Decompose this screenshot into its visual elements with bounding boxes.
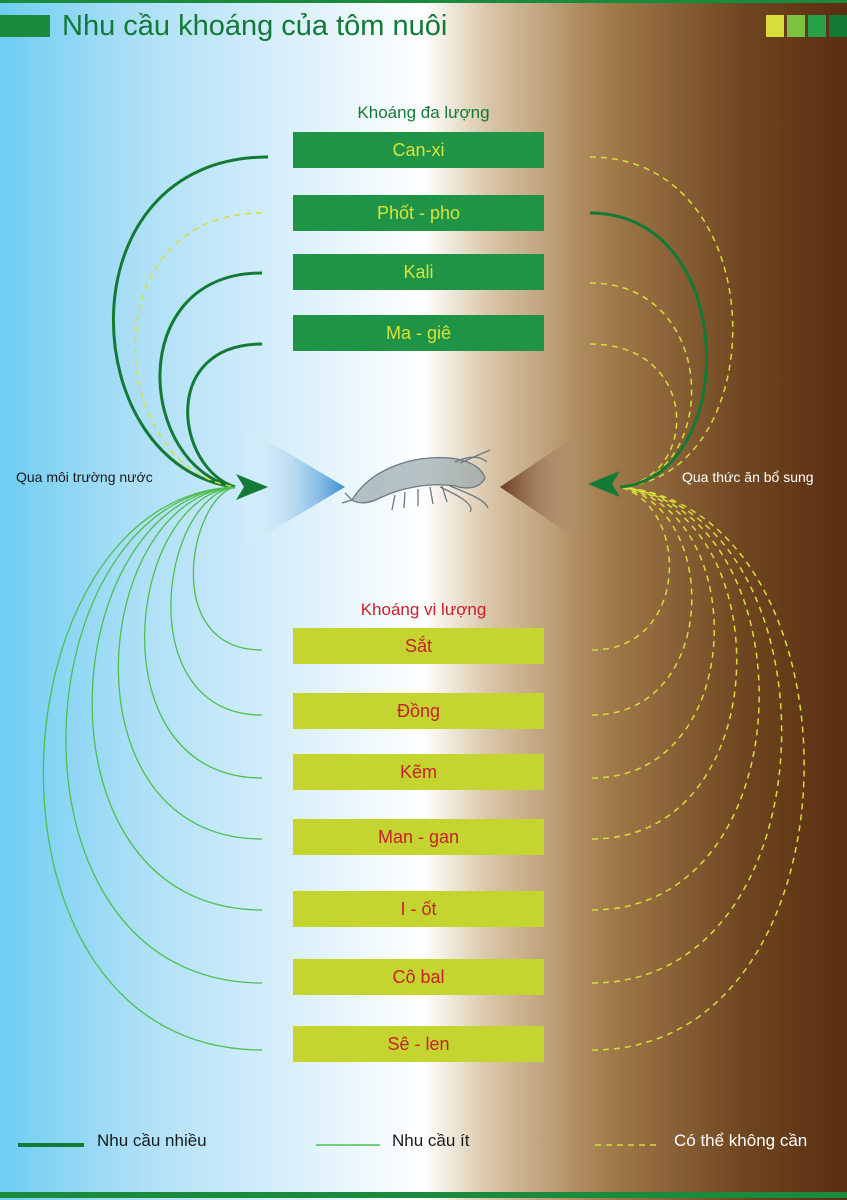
- water-micro-curve-0: [192, 486, 263, 651]
- water-arrow-icon: [236, 474, 268, 500]
- mineral-box-kem: Kẽm: [293, 754, 544, 790]
- feed-micro-curve-6: [591, 486, 805, 1051]
- feed-curve-2: [589, 282, 693, 488]
- feed-micro-curve-2: [591, 486, 715, 779]
- mineral-box-se-len: Sê - len: [293, 1026, 544, 1062]
- corner-square-3: [808, 15, 826, 37]
- feed-micro-curve-3: [591, 486, 738, 840]
- mineral-box-sat: Sắt: [293, 628, 544, 664]
- feed-micro-curve-4: [591, 486, 760, 911]
- mineral-box-dong: Đồng: [293, 693, 544, 729]
- legend-none-label: Có thể không cần: [674, 1131, 808, 1150]
- mineral-box-phot-pho: Phốt - pho: [293, 195, 544, 231]
- water-micro-curve-1: [170, 486, 263, 716]
- page-title: Nhu cầu khoáng của tôm nuôi: [62, 10, 448, 42]
- title-marker: [0, 15, 50, 37]
- feed-curve-3: [589, 343, 678, 488]
- water-micro-curve-4: [91, 486, 263, 911]
- corner-square-4: [829, 15, 847, 37]
- mineral-box-i-ot: I - ốt: [293, 891, 544, 927]
- legend-none-line: [595, 1144, 661, 1146]
- mineral-box-co-bal: Cô bal: [293, 959, 544, 995]
- mineral-box-ma-gie: Ma - giê: [293, 315, 544, 351]
- water-curve-2: [158, 271, 263, 489]
- mineral-box-kali: Kali: [293, 254, 544, 290]
- water-micro-curve-6: [42, 486, 263, 1051]
- water-micro-curve-3: [117, 486, 263, 840]
- feed-curve-1: [589, 211, 708, 489]
- legend-low-line: [316, 1144, 380, 1146]
- water-micro-curve-5: [65, 486, 263, 984]
- water-route-label: Qua môi trường nước: [16, 469, 153, 485]
- corner-square-1: [766, 15, 784, 37]
- legend-high-line: [18, 1143, 84, 1147]
- water-micro-curve-2: [143, 486, 263, 779]
- corner-square-2: [787, 15, 805, 37]
- top-border: [0, 0, 847, 3]
- water-curve-1: [134, 212, 263, 488]
- feed-arrow-icon: [588, 471, 620, 497]
- macro-heading: Khoáng đa lượng: [357, 103, 490, 122]
- feed-curve-0: [589, 156, 734, 488]
- feed-route-label: Qua thức ăn bổ sung: [682, 469, 814, 485]
- mineral-box-can-xi: Can-xi: [293, 132, 544, 168]
- micro-heading: Khoáng vi lượng: [360, 600, 487, 619]
- feed-input-triangle: [500, 433, 580, 541]
- legend-high-label: Nhu cầu nhiều: [97, 1131, 207, 1150]
- bottom-border: [0, 1192, 847, 1198]
- feed-micro-curve-0: [591, 486, 671, 651]
- mineral-box-man-gan: Man - gan: [293, 819, 544, 855]
- shrimp-icon: [341, 449, 491, 513]
- water-curve-0: [111, 155, 269, 489]
- water-input-triangle: [238, 423, 345, 551]
- water-curve-3: [186, 342, 263, 489]
- legend-low-label: Nhu cầu ít: [392, 1131, 470, 1150]
- feed-micro-curve-1: [591, 486, 693, 716]
